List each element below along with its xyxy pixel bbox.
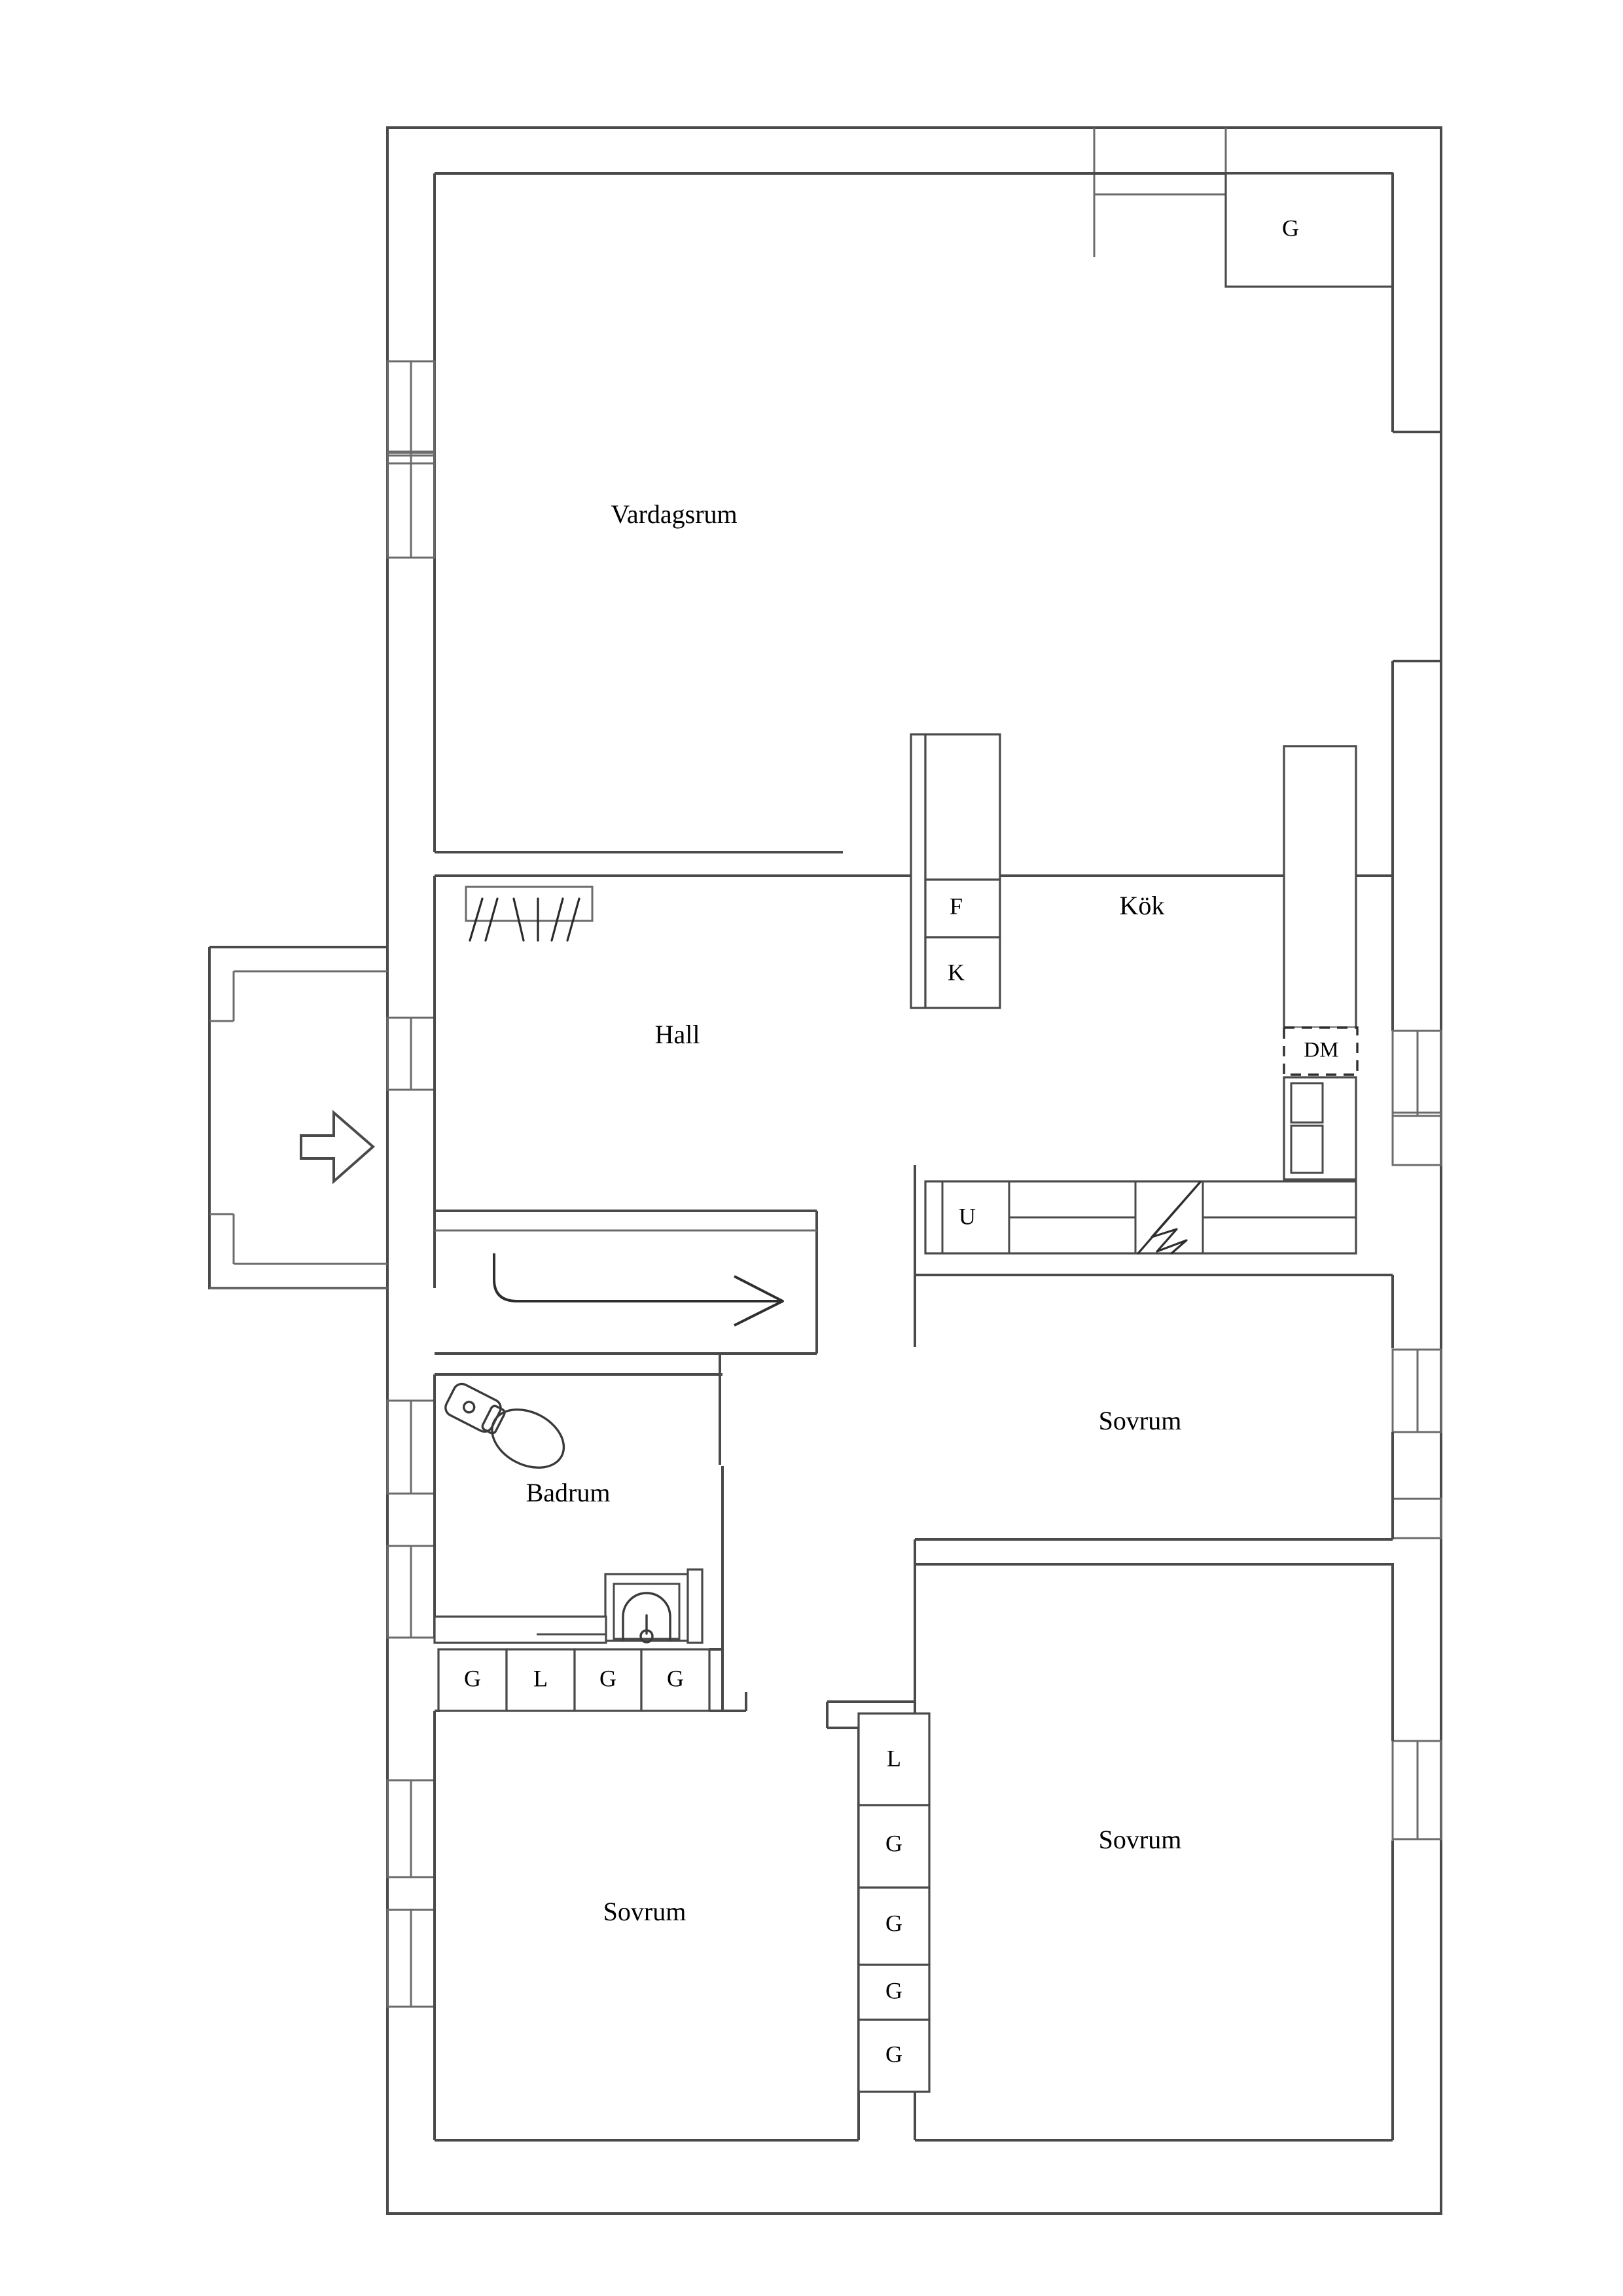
label-bed-closet-2: G — [885, 1830, 902, 1856]
living-kitchen-right-wall — [1391, 173, 1441, 1031]
window-right-sovrum-se — [1391, 1740, 1442, 1840]
kitchen-right-counter — [1283, 745, 1359, 1181]
kitchen-tall-cabinets — [910, 733, 1001, 1009]
label-closet-top-right: G — [1282, 215, 1299, 241]
coat-hook-rack — [465, 886, 594, 942]
dishwasher-box — [1283, 1026, 1359, 1076]
window-right-kok — [1391, 1030, 1442, 1117]
top-wall-openings — [1093, 128, 1227, 257]
label-badrum: Badrum — [526, 1478, 611, 1507]
label-fridge: F — [950, 893, 963, 919]
sink-fixture — [604, 1568, 704, 1644]
closet-G-c — [640, 1648, 711, 1712]
outer-wall-shell — [386, 126, 1442, 2215]
label-hall-closet-4: G — [667, 1665, 684, 1691]
window-left-hall — [386, 1016, 436, 1091]
label-bed-closet-3: G — [885, 1910, 902, 1936]
freezer-cabinet — [924, 936, 1001, 1009]
closet-G-1 — [857, 1804, 931, 1889]
toilet-fixture — [444, 1382, 565, 1469]
closet-G-3 — [857, 1964, 931, 2021]
bedroom-closet-column — [826, 1700, 931, 2140]
label-sovrum-se: Sovrum — [1099, 1825, 1182, 1854]
label-bed-closet-1: L — [887, 1745, 901, 1771]
badrum-base-cabinet — [433, 1615, 607, 1644]
window-right-sovrum-ne-2 — [1391, 1348, 1442, 1433]
room-sovrum-ne — [914, 1274, 1394, 2140]
room-labels: Vardagsrum Kök Hall Badrum Sovrum Sovrum… — [526, 499, 1182, 1926]
label-dishwasher: DM — [1304, 1039, 1338, 1062]
room-badrum — [433, 1373, 722, 1638]
label-vardagsrum: Vardagsrum — [611, 499, 737, 529]
label-washer: U — [959, 1203, 976, 1229]
window-left-3 — [386, 452, 436, 559]
window-left-1 — [386, 360, 436, 465]
label-hall: Hall — [655, 1020, 700, 1049]
entrance-direction-arrow — [300, 1109, 376, 1185]
closet-top-right — [1224, 172, 1394, 288]
closet-G-b — [573, 1648, 643, 1712]
window-left-sovrum-sw-1 — [386, 1779, 436, 1878]
closet-L-a — [505, 1648, 576, 1712]
label-hall-closet-1: G — [464, 1665, 481, 1691]
window-left-badrum-2 — [386, 1545, 436, 1639]
window-left-sovrum-sw-2 — [386, 1909, 436, 2008]
closet-G-a — [437, 1648, 508, 1712]
window-right-sovrum-ne-3 — [1391, 1498, 1442, 1539]
label-sovrum-ne: Sovrum — [1099, 1406, 1182, 1435]
label-kok: Kök — [1120, 891, 1165, 920]
window-left-badrum-1 — [386, 1399, 436, 1495]
label-sovrum-sw: Sovrum — [603, 1897, 687, 1926]
corridor-direction-arrow — [493, 1253, 784, 1327]
room-sovrum-sw — [433, 1710, 859, 2142]
utility-counter-row — [914, 1165, 1357, 1347]
window-right-sovrum-ne-1 — [1391, 1111, 1442, 1166]
label-hall-closet-3: G — [599, 1665, 616, 1691]
label-bed-closet-4: G — [885, 1977, 902, 2003]
cabinet-labels: G F K DM U G L G G L G G G G — [464, 215, 1339, 2067]
closet-G-4 — [857, 2018, 931, 2093]
label-bed-closet-5: G — [885, 2041, 902, 2067]
hall-closet-row — [437, 1466, 747, 1712]
label-freezer: K — [948, 959, 965, 985]
label-hall-closet-2: L — [533, 1665, 548, 1691]
corridor — [435, 1210, 818, 1465]
entry-vestibule — [208, 946, 387, 1289]
